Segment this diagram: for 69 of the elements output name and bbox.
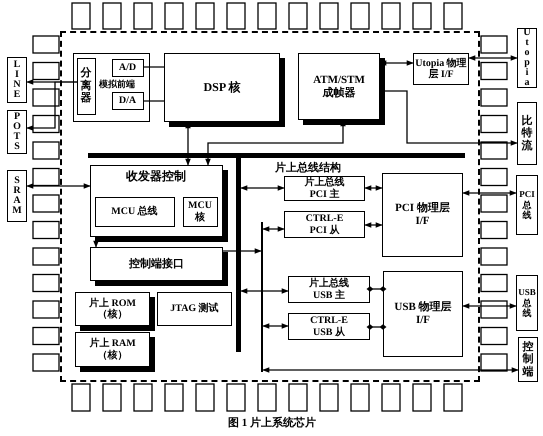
component-label: D/A [118,94,136,106]
external-interface-box [518,337,538,382]
component-label: POTS [13,112,21,152]
component-box [383,271,463,357]
component-label: PCI总线 [519,189,535,221]
connector-line [144,66,164,68]
arrow [26,81,77,131]
module-group-box [73,53,150,122]
component-label: 收发器控制 [125,170,187,184]
component-label: 分离器 [80,67,92,105]
component-label: LINE [13,60,21,100]
arrow [462,303,517,309]
arrow [223,248,262,254]
external-interface-box [517,28,537,88]
arrow [240,288,289,294]
chip-outline [60,31,480,382]
component-label: Utopia 物理层 I/F [414,58,468,80]
component-label: PCI 物理层 I/F [394,202,451,228]
arrow [240,185,285,191]
external-interface-box [516,275,538,331]
external-interface-box [7,170,27,222]
external-interface-box [7,57,27,103]
component-box [157,292,232,326]
component-label: MCU核 [187,200,213,223]
bus-bar [88,153,465,158]
component-label: 片上总线 PCI 主 [304,177,346,200]
component-box [284,176,365,201]
arrow [364,222,383,228]
component-box [413,53,469,85]
component-label: DSP 核 [203,80,240,94]
component-label: JTAG 测试 [170,303,219,315]
component-box [284,211,365,238]
component-label: 模拟前端 [98,79,136,90]
component-label: SRAM [12,176,22,216]
connector-line [144,100,164,102]
component-label: 比特流 [522,114,532,152]
component-label: ATM/STM 成帧器 [312,74,366,100]
external-interface-box [517,102,537,165]
component-box [288,313,370,340]
arrow [364,185,383,191]
external-interface-box [516,175,538,235]
component-label: USB总线 [518,287,536,319]
sub-component-box [76,58,96,114]
sub-component-box [112,92,144,110]
arrow [262,323,289,329]
component-label: A/D [118,62,136,74]
arrow [262,226,285,232]
component-box [382,173,463,257]
component-label: 片上 RAM （核） [88,338,137,361]
figure-caption: 图 1 片上系统芯片 [228,416,316,430]
arrow [468,55,518,61]
external-interface-box [7,110,27,154]
arrow [462,190,517,196]
sub-component-box [182,196,218,226]
arrow [26,183,91,189]
bus-label: 片上总线结构 [275,160,341,175]
component-label: CTRL-E USB 从 [309,315,349,338]
component-label: USB 物理层 I/F [393,301,453,327]
component-label: 控制端接口 [129,258,184,270]
component-label: 片上总线 USB 主 [308,278,350,301]
arrow [262,367,519,373]
bus-bar [236,158,241,352]
sub-component-box [112,58,144,76]
component-label: CTRL-E PCI 从 [304,213,344,236]
sub-component-box [94,196,174,226]
component-label: MCU 总线 [111,206,158,218]
component-label: 控制端 [522,340,534,378]
component-label: 片上 ROM （核） [88,298,137,320]
component-box [288,276,370,303]
